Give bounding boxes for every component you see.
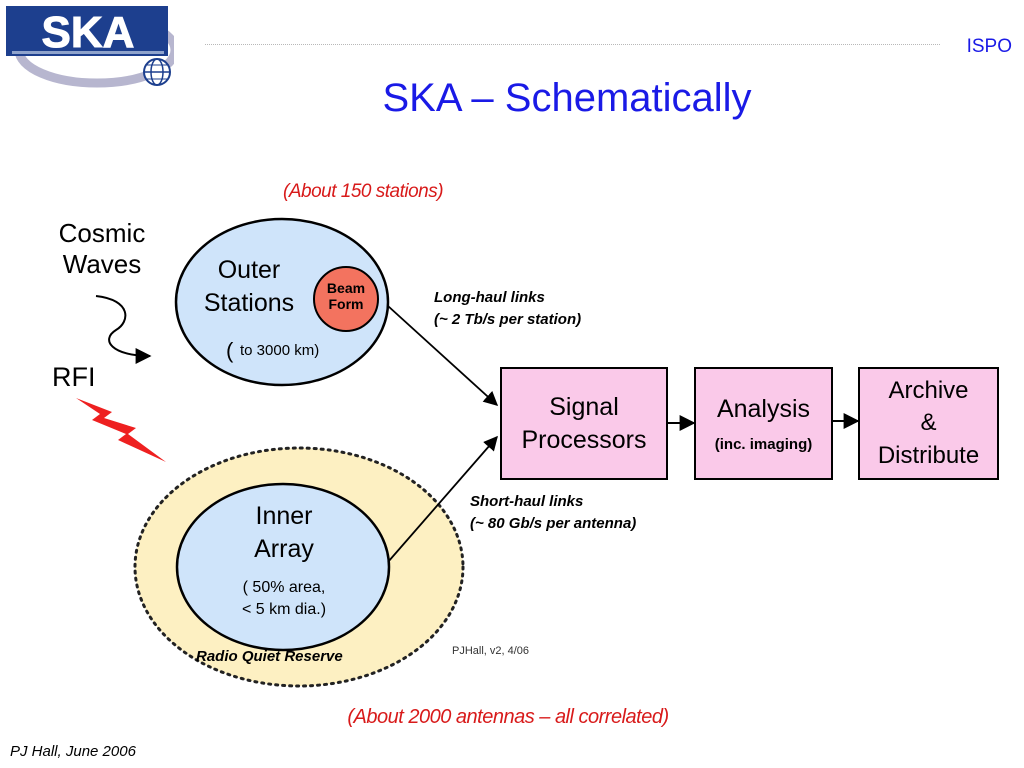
diagram-signature: PJHall, v2, 4/06 bbox=[452, 645, 530, 657]
long-haul-line1: Long-haul links bbox=[434, 289, 545, 306]
signal-processors-box: Signal Processors bbox=[500, 367, 668, 480]
inner-array-line2: Array bbox=[254, 534, 314, 563]
inner-array-detail: ( 50% area, < 5 km dia.) bbox=[214, 577, 354, 620]
globe-icon bbox=[143, 58, 171, 86]
org-label: ISPO bbox=[966, 36, 1012, 57]
inner-array-detail-line2: < 5 km dia.) bbox=[241, 600, 327, 618]
inner-antenna-count-note: (About 2000 antennas – all correlated) bbox=[347, 706, 669, 728]
beam-form-circle bbox=[313, 266, 379, 332]
inner-array-label: Inner Array bbox=[222, 500, 346, 565]
signal-processors-line1: Signal bbox=[549, 393, 619, 421]
archive-line1: Archive bbox=[888, 376, 969, 404]
long-haul-line2: (~ 2 Tb/s per station) bbox=[434, 311, 582, 328]
long-haul-arrow bbox=[387, 305, 499, 406]
cosmic-wave-arrow bbox=[95, 295, 152, 364]
beam-form-line1: Beam bbox=[326, 280, 366, 296]
page-title: SKA – Schematically bbox=[382, 76, 752, 120]
analysis-line1: Analysis bbox=[716, 394, 811, 423]
outer-station-count-note: (About 150 stations) bbox=[283, 181, 444, 202]
outer-stations-label: Outer Stations bbox=[188, 254, 310, 319]
outer-stations-line2: Stations bbox=[203, 288, 295, 317]
short-haul-line2: (~ 80 Gb/s per antenna) bbox=[470, 515, 637, 532]
logo-panel bbox=[6, 6, 168, 56]
rfi-label: RFI bbox=[52, 362, 96, 392]
archive-distribute-box: Archive & Distribute bbox=[858, 367, 999, 480]
radio-quiet-reserve-label: Radio Quiet Reserve bbox=[196, 648, 343, 665]
outer-extent-paren: ( bbox=[226, 338, 234, 363]
short-haul-label: Short-haul links (~ 80 Gb/s per antenna) bbox=[470, 491, 636, 535]
logo-subline bbox=[12, 51, 164, 54]
logo-letters: SKA bbox=[42, 8, 135, 57]
beam-form-line2: Form bbox=[328, 296, 364, 313]
analysis-line2: (inc. imaging) bbox=[714, 435, 813, 453]
outer-stations-line1: Outer bbox=[217, 256, 281, 284]
footer-credit: PJ Hall, June 2006 bbox=[10, 743, 136, 760]
cosmic-waves-line1: Cosmic bbox=[58, 218, 146, 248]
long-haul-label: Long-haul links (~ 2 Tb/s per station) bbox=[434, 287, 581, 331]
rfi-lightning-icon bbox=[76, 398, 166, 462]
inner-array-circle bbox=[175, 482, 391, 652]
short-haul-arrow bbox=[387, 435, 498, 563]
inner-array-detail-line1: ( 50% area, bbox=[242, 579, 326, 596]
archive-line3: Distribute bbox=[877, 441, 980, 469]
header-divider bbox=[205, 44, 940, 45]
ska-logo: SKA bbox=[6, 6, 174, 88]
analysis-box: Analysis (inc. imaging) bbox=[694, 367, 833, 480]
cosmic-waves-label: Cosmic Waves bbox=[46, 218, 158, 280]
beam-form-label: Beam Form bbox=[314, 280, 378, 312]
short-haul-line1: Short-haul links bbox=[470, 493, 584, 510]
inner-array-line1: Inner bbox=[255, 502, 313, 530]
archive-line2: & bbox=[920, 409, 937, 437]
outer-extent-label: to 3000 km) bbox=[240, 342, 320, 359]
cosmic-waves-line2: Waves bbox=[62, 249, 142, 280]
outer-stations-circle bbox=[174, 217, 390, 387]
signal-processors-line2: Processors bbox=[521, 425, 647, 454]
